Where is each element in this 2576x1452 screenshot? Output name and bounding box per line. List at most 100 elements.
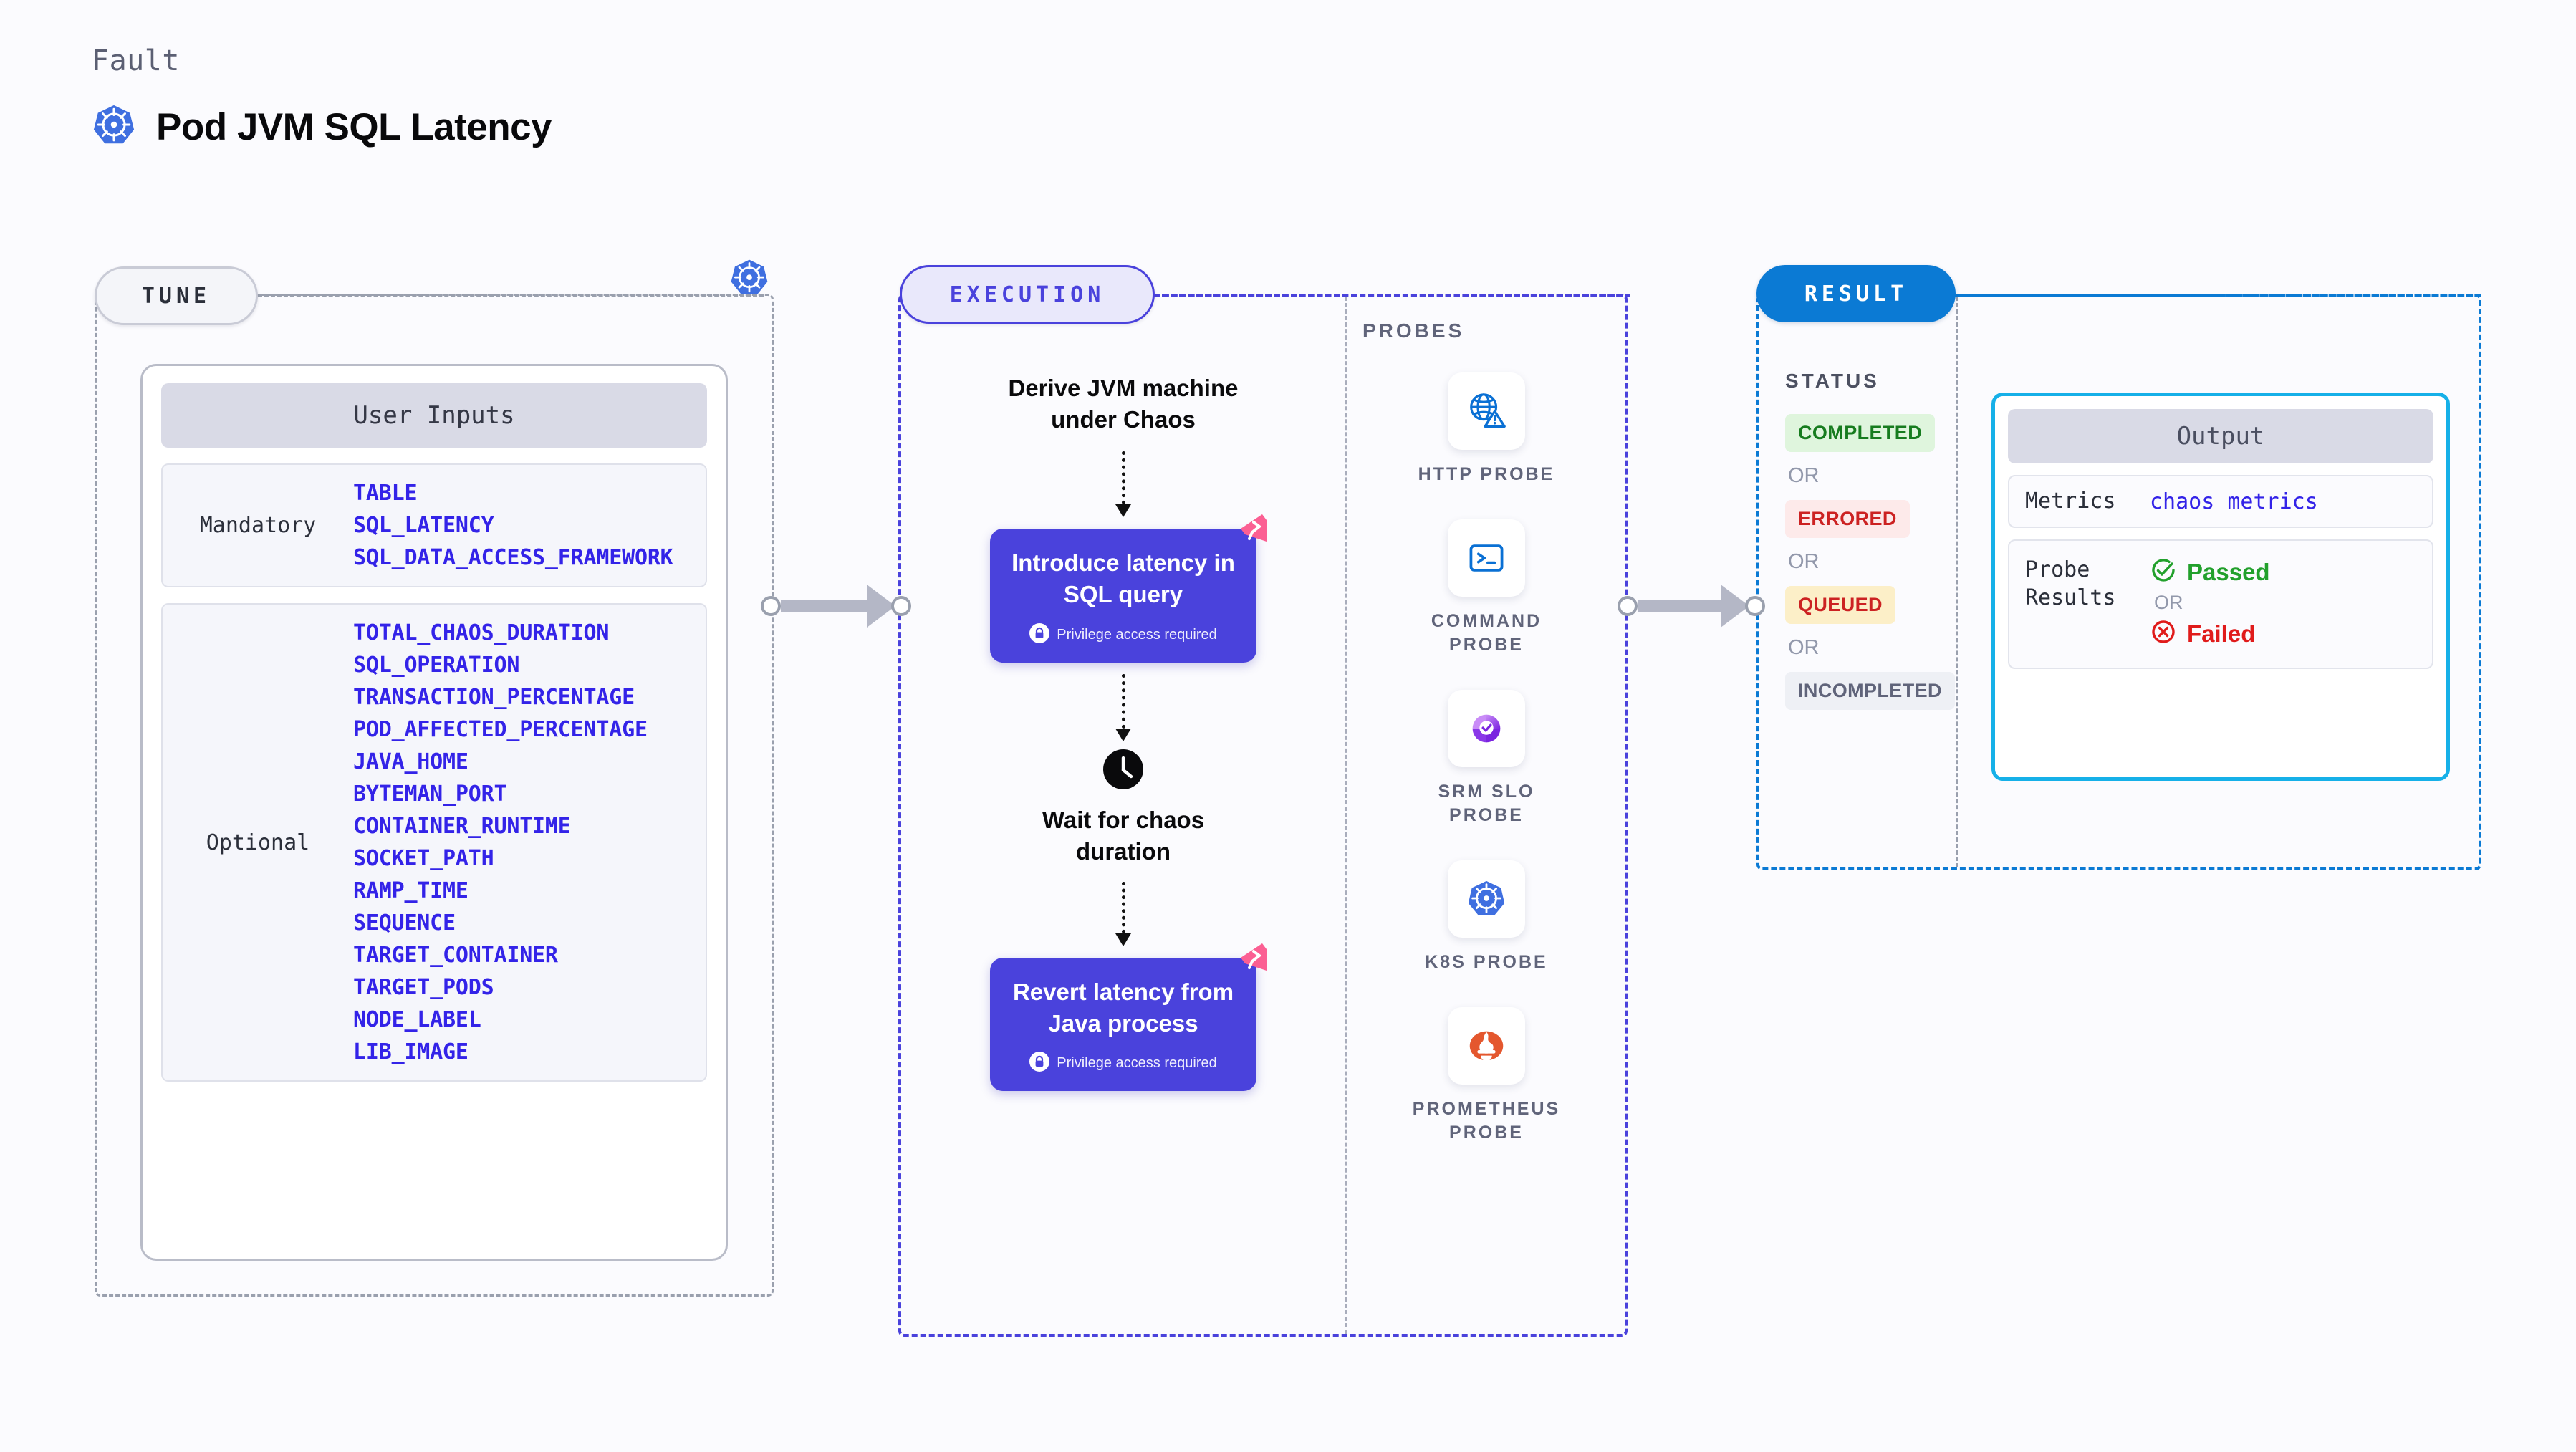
param-item[interactable]: CONTAINER_RUNTIME [353,814,571,839]
probe-item-command[interactable]: COMMAND PROBE [1431,519,1542,657]
kubernetes-icon [729,258,769,302]
probe-label: PROMETHEUS PROBE [1412,1099,1561,1143]
param-list: TABLE SQL_LATENCY SQL_DATA_ACCESS_FRAMEW… [353,481,673,570]
connector-arrowhead [867,585,895,628]
param-group-optional: Optional TOTAL_CHAOS_DURATION SQL_OPERAT… [161,603,707,1082]
execution-card-title: Revert latency from Java process [1012,978,1234,1037]
clock-icon [1101,747,1145,792]
probe-label: K8S PROBE [1425,952,1548,972]
connector-arrowhead [1721,585,1749,628]
param-item[interactable]: TABLE [353,481,418,506]
param-item[interactable]: TARGET_CONTAINER [353,943,558,968]
probe-result-passed: Passed [2150,557,2270,587]
execution-card-title: Introduce latency in SQL query [1011,549,1235,607]
privilege-row: Privilege access required [1004,1052,1242,1075]
connector-dot [1618,596,1638,616]
derive-step-text: Derive JVM machine under Chaos [1008,375,1239,433]
param-item[interactable]: TARGET_PODS [353,975,494,1000]
title-row: Pod JVM SQL Latency [92,103,552,151]
connector-bar [781,600,867,612]
connector-bar [1638,600,1721,612]
terminal-icon [1469,544,1504,572]
param-item[interactable]: TRANSACTION_PERCENTAGE [353,685,635,710]
probes-list: HTTP PROBE COMMAND PROBE [1345,372,1628,1145]
flow-arrow [1115,881,1131,946]
probe-result-values: Passed OR Failed [2150,557,2270,649]
execution-card-revert-latency[interactable]: Revert latency from Java process Privile… [990,943,1267,1092]
param-item[interactable]: SQL_OPERATION [353,653,520,678]
param-item[interactable]: BYTEMAN_PORT [353,782,507,807]
probes-label: PROBES [1363,319,1465,342]
connector-tune-to-execution [761,585,911,628]
output-card: Output Metrics chaos metrics Probe Resul… [1991,393,2450,781]
probe-item-srm-slo[interactable]: SRM SLO PROBE [1438,690,1535,827]
output-metrics-value[interactable]: chaos metrics [2150,489,2318,514]
status-stack: COMPLETED OR ERRORED OR QUEUED OR INCOMP… [1785,414,1955,710]
lock-icon [1029,622,1050,647]
connector-dot [1745,596,1765,616]
param-item[interactable]: POD_AFFECTED_PERCENTAGE [353,717,648,742]
param-item[interactable]: NODE_LABEL [353,1007,481,1032]
privilege-text: Privilege access required [1057,626,1217,643]
result-pill[interactable]: RESULT [1756,265,1956,322]
fault-eyebrow: Fault [92,44,180,77]
prometheus-icon [1469,1031,1504,1062]
wait-step-text: Wait for chaos duration [1042,806,1205,865]
probe-label: HTTP PROBE [1418,464,1555,484]
param-item[interactable]: RAMP_TIME [353,878,468,903]
execution-flow: Derive JVM machine under Chaos Introduce… [901,372,1345,1092]
tune-pill[interactable]: TUNE [95,266,258,325]
probe-item-prometheus[interactable]: PROMETHEUS PROBE [1413,1007,1560,1145]
execution-pill[interactable]: EXECUTION [900,265,1155,324]
connector-dot [891,596,911,616]
probe-tile [1448,690,1525,767]
output-metrics-row: Metrics chaos metrics [2008,475,2433,529]
probes-divider [1345,297,1347,1334]
probe-tile [1447,519,1525,597]
status-label: STATUS [1785,370,1880,392]
output-metrics-key: Metrics [2025,489,2116,514]
result-top-connector [1956,294,2481,297]
kubernetes-icon [1468,880,1505,915]
check-circle-icon [2150,557,2177,587]
param-item[interactable]: SEQUENCE [353,910,456,936]
probe-label: SRM SLO PROBE [1438,782,1535,825]
param-group-label: Optional [206,830,310,855]
status-badge-queued: QUEUED [1785,586,1895,624]
page-title: Pod JVM SQL Latency [156,106,552,148]
probe-item-k8s[interactable]: K8S PROBE [1425,860,1547,974]
tune-top-connector [258,294,764,297]
or-separator: OR [1788,636,1820,659]
privilege-row: Privilege access required [1004,622,1242,647]
probe-result-failed: Failed [2150,618,2270,649]
slo-gauge-icon [1472,714,1501,743]
or-separator: OR [1788,464,1820,487]
param-item[interactable]: SQL_DATA_ACCESS_FRAMEWORK [353,545,673,570]
globe-warning-icon [1470,393,1506,428]
param-item[interactable]: JAVA_HOME [353,749,468,774]
param-item[interactable]: SQL_LATENCY [353,513,494,538]
page-header: Fault Pod JVM SQL Latency [92,44,552,151]
probe-item-http[interactable]: HTTP PROBE [1418,372,1555,486]
connector-dot [761,596,781,616]
output-probe-results-key: Probe Results [2025,557,2116,610]
param-item[interactable]: TOTAL_CHAOS_DURATION [353,620,610,645]
passed-label: Passed [2187,558,2270,585]
or-separator: OR [2154,592,2183,614]
result-divider [1956,297,1958,867]
execution-card-introduce-latency[interactable]: Introduce latency in SQL query Privilege… [990,514,1267,663]
flow-arrow [1115,451,1131,518]
output-title: Output [2008,409,2433,463]
probe-tile [1448,1007,1525,1085]
failed-label: Failed [2187,620,2256,647]
connector-execution-to-result [1618,585,1765,628]
harness-ribbon-icon [1234,939,1272,981]
param-item[interactable]: LIB_IMAGE [353,1039,468,1064]
param-item[interactable]: SOCKET_PATH [353,846,494,871]
probe-label: COMMAND PROBE [1431,611,1542,655]
or-separator: OR [1788,550,1820,573]
flow-arrow [1115,673,1131,741]
probe-tile [1447,860,1525,938]
execution-top-connector [1155,294,1630,297]
status-badge-completed: COMPLETED [1785,414,1936,452]
